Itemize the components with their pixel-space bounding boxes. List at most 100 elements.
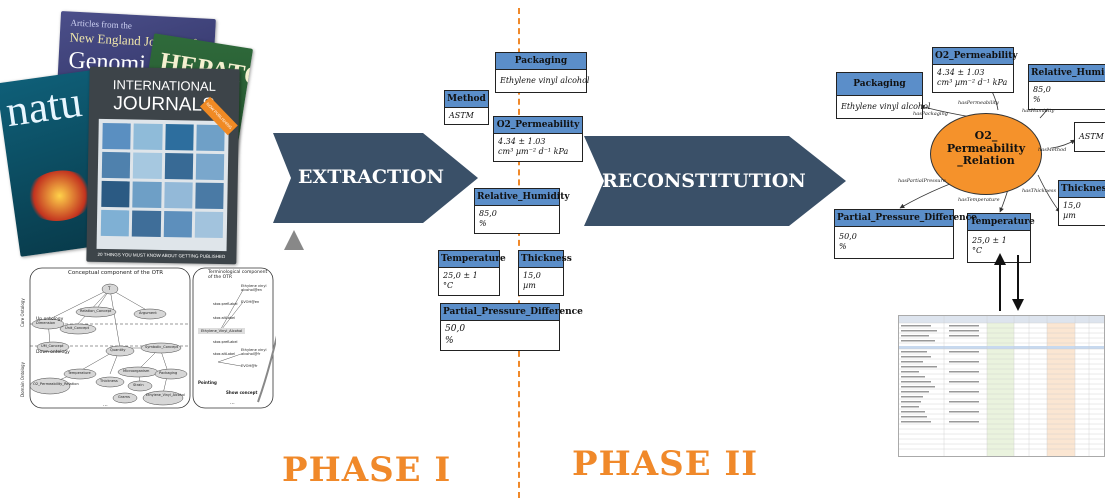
extracted-o2-line1: 4.34 ± 1.03 (498, 137, 546, 146)
onto-node-8: Temperature (68, 371, 91, 375)
recon-temperature-box: Temperature 25,0 ± 1 °C (967, 213, 1035, 263)
pointing-label: Pointing (198, 380, 217, 385)
extracted-temperature-line2: °C (443, 281, 454, 291)
onto-node-2: Argument (139, 311, 157, 315)
recon-packaging-title: Packaging (837, 73, 922, 96)
recon-ppd-box: Partial_Pressure_Difference 50,0 % (834, 209, 977, 259)
onto-node-7: Symbolic_Concept (145, 345, 179, 349)
edge-hasthickness: hasThickness (1022, 188, 1057, 194)
terminological-title: Terminological component of the OTR (208, 270, 268, 280)
extracted-ppd-title: Partial_Pressure_Difference (441, 304, 583, 321)
onto-node-0: T (108, 286, 111, 291)
extracted-packaging-box: Packaging Ethylene vinyl alcohol (495, 52, 590, 94)
database-spreadsheet (898, 315, 1105, 457)
extracted-thickness-line1: 15,0 (523, 271, 541, 280)
term-label-3: skos:altLabel (213, 352, 236, 356)
recon-method-value: ASTM (1079, 132, 1104, 141)
recon-rh-box: Relative_Humidity 85,0 % (1028, 64, 1105, 110)
conceptual-title: Conceptual component of the OTR (68, 270, 164, 276)
recon-rh-title: Relative_Humidity (1029, 65, 1105, 82)
recon-temperature-line1: 25,0 ± 1 (972, 236, 1007, 245)
center-line3: _Relation (957, 154, 1015, 168)
recon-ppd-title: Partial_Pressure_Difference (835, 210, 977, 227)
term-concept: Ethylene_Vinyl_Alcohol (198, 328, 246, 334)
recon-packaging-box: Packaging Ethylene vinyl alcohol (836, 72, 930, 120)
center-line1: O2_ (974, 129, 998, 142)
onto-node-1: Relation_Concept (80, 309, 112, 313)
onto-node-13: Strain (133, 383, 144, 387)
onto-node-10: Packaging (159, 371, 178, 375)
extracted-o2-box: O2_Permeability 4.34 ± 1.03 cm³ µm⁻² d⁻¹… (493, 116, 583, 162)
term-node-2: Ethylene vinyl alcohol@fr (241, 348, 267, 356)
extracted-packaging-value: Ethylene vinyl alcohol (500, 76, 590, 85)
extracted-temperature-line1: 25,0 ± 1 (443, 271, 478, 280)
phase-one-label: PHASE I (282, 450, 452, 490)
onto-node-3: Dimension (36, 321, 56, 325)
phase-two-label: PHASE II (572, 444, 759, 484)
edge-haspackaging: hasPackaging (913, 111, 948, 117)
intl-journals-cover: INTERNATIONAL JOURNALS NOW PUBLISHING 20… (86, 66, 240, 265)
onto-node-12: Thickness (100, 379, 118, 383)
recon-temperature-line2: °C (972, 246, 983, 256)
extracted-ppd-box: Partial_Pressure_Difference 50,0 % (440, 303, 583, 352)
extraction-label: EXTRACTION (298, 166, 444, 188)
extracted-o2-line2: cm³ µm⁻² d⁻¹ kPa (498, 147, 569, 157)
edge-hashumidity: hasHumidity (1022, 108, 1055, 114)
recon-thickness-box: Thickness 15,0 µm (1058, 180, 1105, 226)
recon-rh-line1: 85,0 (1033, 85, 1051, 94)
extracted-rh-title: Relative_Humidity (475, 189, 570, 206)
curved-arrow-head (284, 230, 304, 250)
recon-ppd-line2: % (839, 242, 847, 252)
extracted-temperature-box: Temperature 25,0 ± 1 °C (438, 250, 506, 296)
extracted-method-title: Method (445, 91, 488, 108)
onto-node-14: Grams (118, 395, 130, 399)
intl-cover-grid (96, 118, 229, 252)
extraction-arrow (273, 133, 478, 223)
core-ontology-label: Core Ontology (20, 298, 25, 327)
edge-haspermeability: hasPermeability (958, 100, 999, 106)
extracted-thickness-box: Thickness 15,0 µm (518, 250, 572, 296)
recon-ppd-line1: 50,0 (839, 232, 857, 241)
onto-node-11: O2_Permeability_Relation (33, 382, 79, 386)
recon-method-box: ASTM (1074, 122, 1105, 153)
extracted-thickness-line2: µm (523, 281, 536, 291)
onto-node-9: Microorganism (123, 369, 150, 373)
intl-line1: INTERNATIONAL (112, 77, 217, 94)
o2-permeability-relation-node: O2_ Permeability _Relation (930, 113, 1042, 195)
reconstitution-label: RECONSTITUTION (602, 170, 806, 192)
center-line2: Permeability (946, 141, 1026, 155)
extracted-method-box: Method ASTM (444, 90, 489, 126)
spreadsheet-grid (899, 316, 1104, 456)
extracted-rh-box: Relative_Humidity 85,0 % (474, 188, 570, 234)
onto-node-15: Ethylene_Vinyl_Alcohol (146, 393, 185, 397)
term-label-2: skos:prefLabel (213, 340, 238, 344)
show-concept-label: Show concept (226, 390, 258, 395)
down-ontology-label: Down ontology (36, 350, 70, 355)
extracted-rh-line1: 85,0 (479, 209, 497, 218)
extracted-ppd-line2: % (445, 335, 454, 346)
ellipsis-1: ... (103, 402, 108, 408)
database-arrows (994, 253, 1024, 311)
nejm-sub: Articles from the (70, 17, 133, 31)
term-node-3: EVOH@fr (241, 364, 258, 368)
recon-rh-line2: % (1033, 95, 1041, 105)
ontology-diagram: Conceptual component of the OTR Terminol… (8, 262, 276, 412)
term-label-1: skos:altLabel (213, 316, 236, 320)
extracted-packaging-title: Packaging (496, 53, 586, 70)
extracted-o2-title: O2_Permeability (494, 117, 582, 134)
reconstitution-arrow (584, 136, 846, 226)
recon-thickness-line2: µm (1063, 211, 1076, 221)
onto-node-5: UM_Concept (41, 344, 64, 348)
edge-haspartialpressure: hasPartialPressure (898, 178, 946, 184)
recon-o2-line2: cm³ µm⁻² d⁻¹ kPa (937, 78, 1008, 88)
recon-o2-title: O2_Permeability (933, 48, 1018, 65)
intl-footer: 20 THINGS YOU MUST KNOW ABOUT GETTING PU… (97, 251, 226, 260)
term-label-0: skos:prefLabel (213, 302, 238, 306)
edge-hasmethod: hasMethod (1038, 147, 1067, 153)
recon-thickness-title: Thickness (1059, 181, 1105, 198)
recon-o2-line1: 4.34 ± 1.03 (937, 68, 985, 77)
edge-hastemperature: hasTemperature (958, 197, 1000, 203)
extracted-method-value: ASTM (449, 111, 474, 120)
extracted-thickness-title: Thickness (519, 251, 572, 268)
recon-thickness-line1: 15,0 (1063, 201, 1081, 210)
